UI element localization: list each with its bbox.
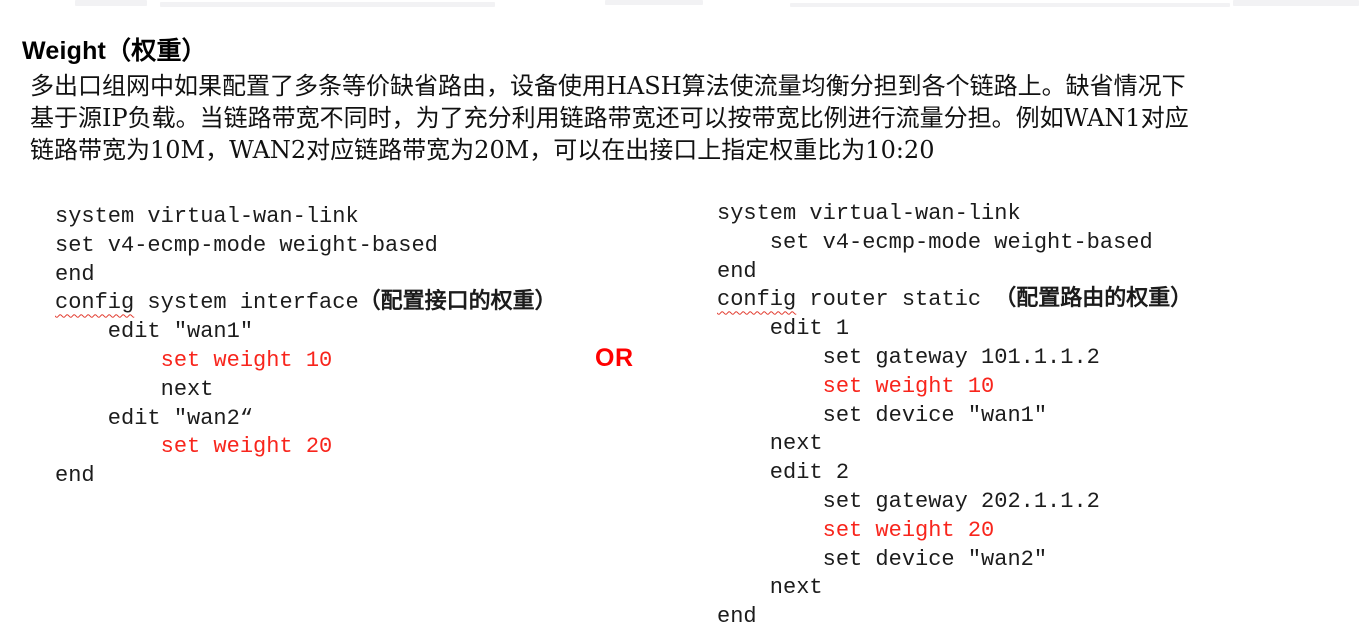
- code-text: set gateway 101.1.1.2: [717, 344, 1100, 370]
- code-text: set v4-ecmp-mode weight-based: [717, 229, 1153, 255]
- code-text: edit 1: [717, 316, 850, 342]
- code-line: set weight 20: [55, 433, 557, 462]
- code-text: （配置接口的权重）: [358, 290, 557, 316]
- code-line: end: [717, 603, 1192, 632]
- code-line: next: [717, 430, 1192, 459]
- code-text: system interface: [134, 290, 359, 316]
- code-line: set v4-ecmp-mode weight-based: [717, 229, 1192, 258]
- top-edge-artifact: [160, 2, 495, 7]
- code-line: set device "wan1": [717, 402, 1192, 431]
- code-line: system virtual-wan-link: [717, 200, 1192, 229]
- code-text: end: [717, 258, 757, 284]
- code-line: set gateway 101.1.1.2: [717, 344, 1192, 373]
- top-edge-artifact: [790, 3, 1230, 7]
- code-text: end: [55, 261, 95, 287]
- code-line: set gateway 202.1.1.2: [717, 488, 1192, 517]
- highlighted-command: set weight 20: [717, 517, 995, 543]
- code-text: edit "wan1": [55, 319, 254, 345]
- code-line: set weight 10: [717, 373, 1192, 402]
- code-text: router static: [796, 287, 995, 313]
- code-line: edit "wan2“: [55, 405, 557, 434]
- code-text: next: [55, 376, 214, 402]
- code-line: end: [55, 261, 557, 290]
- code-text: config: [717, 287, 797, 313]
- code-line: end: [55, 462, 557, 491]
- highlighted-command: set weight 20: [55, 434, 333, 460]
- code-text: set gateway 202.1.1.2: [717, 488, 1100, 514]
- code-text: config: [55, 290, 135, 316]
- top-edge-artifact: [605, 0, 703, 5]
- top-edge-artifact: [1233, 0, 1359, 6]
- code-line: config router static （配置路由的权重）: [717, 286, 1192, 315]
- code-text: set device "wan1": [717, 402, 1048, 428]
- code-line: set v4-ecmp-mode weight-based: [55, 232, 557, 261]
- code-text: edit "wan2“: [55, 405, 254, 431]
- code-line: edit "wan1": [55, 318, 557, 347]
- code-line: system virtual-wan-link: [55, 203, 557, 232]
- code-block-interface-weight: system virtual-wan-link set v4-ecmp-mode …: [55, 203, 557, 491]
- or-separator-label: OR: [595, 344, 634, 372]
- highlighted-command: set weight 10: [717, 373, 995, 399]
- code-text: system virtual-wan-link: [55, 204, 359, 229]
- code-block-route-weight: system virtual-wan-link set v4-ecmp-mode…: [717, 200, 1192, 632]
- code-text: set v4-ecmp-mode weight-based: [55, 232, 438, 258]
- code-text: next: [717, 575, 823, 601]
- code-line: next: [717, 574, 1192, 603]
- code-text: end: [717, 604, 757, 630]
- highlighted-command: set weight 10: [55, 347, 333, 373]
- code-line: end: [717, 258, 1192, 287]
- code-line: next: [55, 376, 557, 405]
- code-text: system virtual-wan-link: [717, 201, 1021, 226]
- code-text: set device "wan2": [717, 546, 1048, 572]
- code-line: edit 2: [717, 459, 1192, 488]
- code-line: set device "wan2": [717, 546, 1192, 575]
- code-text: edit 2: [717, 460, 850, 486]
- code-line: set weight 20: [717, 517, 1192, 546]
- code-text: （配置路由的权重）: [994, 287, 1193, 313]
- top-edge-artifact: [75, 0, 147, 6]
- description-paragraph: 多出口组网中如果配置了多条等价缺省路由，设备使用HASH算法使流量均衡分担到各个…: [30, 72, 1189, 164]
- code-line: config system interface（配置接口的权重）: [55, 289, 557, 318]
- code-line: edit 1: [717, 315, 1192, 344]
- code-text: end: [55, 463, 95, 489]
- code-line: set weight 10: [55, 347, 557, 376]
- code-text: next: [717, 431, 823, 457]
- page-title: Weight（权重）: [22, 36, 207, 65]
